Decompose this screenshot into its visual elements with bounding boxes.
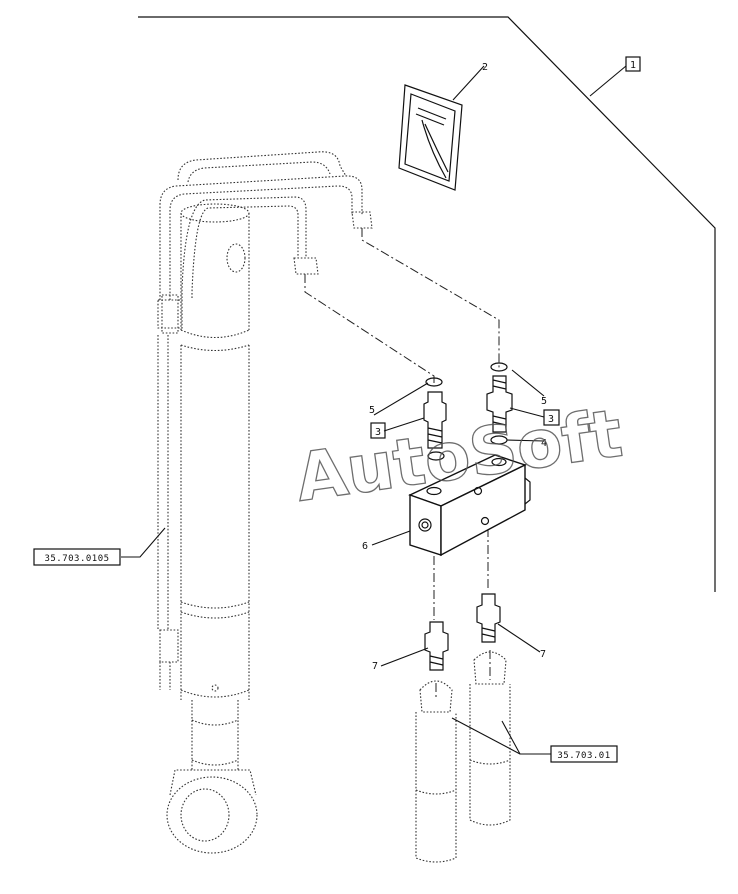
callout-oring-right-top: 5: [541, 396, 547, 407]
assembly-bracket-line: [138, 16, 716, 592]
callout-oring-right-bottom: 4: [541, 438, 547, 449]
callout-valve-block: 6: [362, 541, 368, 552]
ref-box-assembly: 1: [625, 56, 641, 72]
centre-lines: [304, 228, 500, 700]
callout-adapter-right: 7: [540, 649, 546, 660]
svg-text:35.703.0105: 35.703.0105: [44, 554, 109, 564]
ref-box-hoses: 35.703.01: [550, 745, 618, 763]
hydraulic-cylinder: [157, 203, 258, 854]
leader-lines: [121, 65, 627, 755]
hydraulic-tubes: [157, 151, 373, 690]
callout-decal: 2: [482, 62, 488, 73]
svg-text:3: 3: [375, 427, 381, 438]
callout-adapter-left: 7: [372, 661, 378, 672]
svg-text:3: 3: [548, 414, 554, 425]
svg-text:1: 1: [630, 60, 636, 71]
svg-text:35.703.01: 35.703.01: [557, 751, 610, 761]
fitting-left: [423, 391, 447, 449]
adapter-right: [476, 593, 501, 643]
instruction-decal: [398, 84, 463, 191]
ref-box-fitting-right: 3: [543, 409, 560, 426]
hydraulic-hoses: [415, 651, 511, 863]
ref-box-cylinder: 35.703.0105: [33, 548, 121, 566]
ref-box-fitting-left: 3: [370, 422, 386, 439]
valve-block: [408, 454, 531, 557]
adapter-left: [424, 621, 449, 671]
fitting-right: [486, 375, 513, 433]
callout-oring-left: 5: [369, 405, 375, 416]
